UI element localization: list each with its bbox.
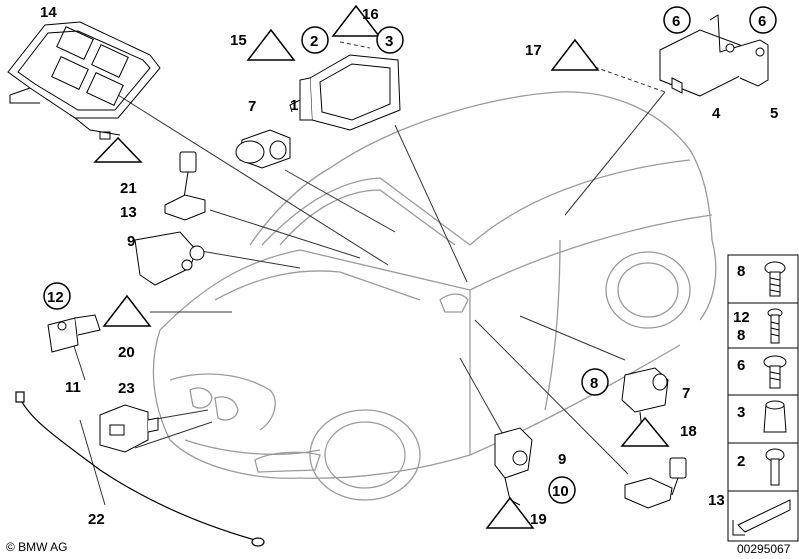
- side-sensor-upper: [235, 129, 291, 169]
- callout-21: 21: [120, 180, 137, 197]
- callout-11: 11: [65, 379, 81, 396]
- legend-label-8: 8: [737, 263, 745, 280]
- callout-1: 1: [290, 97, 298, 114]
- airbag-control-unit: [289, 54, 401, 131]
- bolt-icon: [767, 308, 783, 344]
- callout-17: 17: [525, 42, 542, 59]
- arrow-icon: [732, 499, 791, 536]
- upfront-sensor-left: [47, 314, 101, 353]
- sensor-cable: [15, 391, 265, 547]
- warning-triangle-icon: [93, 4, 670, 529]
- impact-sensor-upper: [134, 231, 205, 286]
- callout-18: 18: [680, 423, 697, 440]
- drawing-number: 00295067: [737, 542, 791, 556]
- hardware-legend: 8 12 8 6 3 2: [727, 254, 799, 542]
- legend-label-12: 12: [733, 309, 750, 326]
- callout-15: 15: [230, 32, 247, 49]
- callout-labels: 14 16 15 2 3 7 1 17 6 6 5 4 21 13 9 12 2…: [40, 4, 778, 528]
- callout-13-upper: 13: [120, 204, 137, 221]
- callout-9-upper: 9: [127, 233, 135, 250]
- legend-label-6: 6: [737, 357, 745, 374]
- callout-10: 10: [552, 483, 569, 500]
- callout-14: 14: [40, 4, 57, 21]
- callout-circles: [43, 6, 777, 504]
- impact-sensor-lower: [494, 427, 533, 506]
- hex-bolt-icon: [765, 448, 785, 486]
- callout-23: 23: [118, 380, 135, 397]
- seat-occupancy-mat: [7, 21, 161, 140]
- callout-8: 8: [590, 375, 598, 392]
- callout-7-right: 7: [682, 385, 690, 402]
- leader-lines: [71, 41, 666, 506]
- callout-19: 19: [530, 511, 547, 528]
- callout-2: 2: [310, 33, 318, 50]
- callout-22: 22: [88, 511, 105, 528]
- front-control-unit: [659, 14, 769, 97]
- legend-label-2: 2: [737, 453, 745, 470]
- seat-belt-sensor-upper: [164, 151, 206, 221]
- callout-12: 12: [47, 289, 64, 306]
- callout-9-lower: 9: [558, 451, 566, 468]
- screw-icon: [764, 261, 786, 297]
- legend-label-3: 3: [737, 404, 745, 421]
- callout-6a: 6: [672, 13, 680, 30]
- callout-5: 5: [770, 105, 778, 122]
- pedestrian-sensor: [99, 404, 159, 453]
- callout-13-lower: 13: [708, 492, 725, 509]
- callout-6b: 6: [758, 13, 766, 30]
- callout-7-top: 7: [248, 98, 256, 115]
- car-outline: [152, 91, 717, 501]
- callout-4: 4: [712, 105, 721, 122]
- copyright-text: © BMW AG: [6, 540, 68, 554]
- flange-screw-icon: [763, 355, 787, 389]
- seat-belt-sensor-lower: [624, 457, 687, 509]
- callout-3: 3: [385, 33, 393, 50]
- nut-icon: [763, 400, 787, 433]
- callout-20: 20: [118, 344, 135, 361]
- callout-16: 16: [362, 6, 379, 23]
- legend-label-8b: 8: [737, 327, 745, 344]
